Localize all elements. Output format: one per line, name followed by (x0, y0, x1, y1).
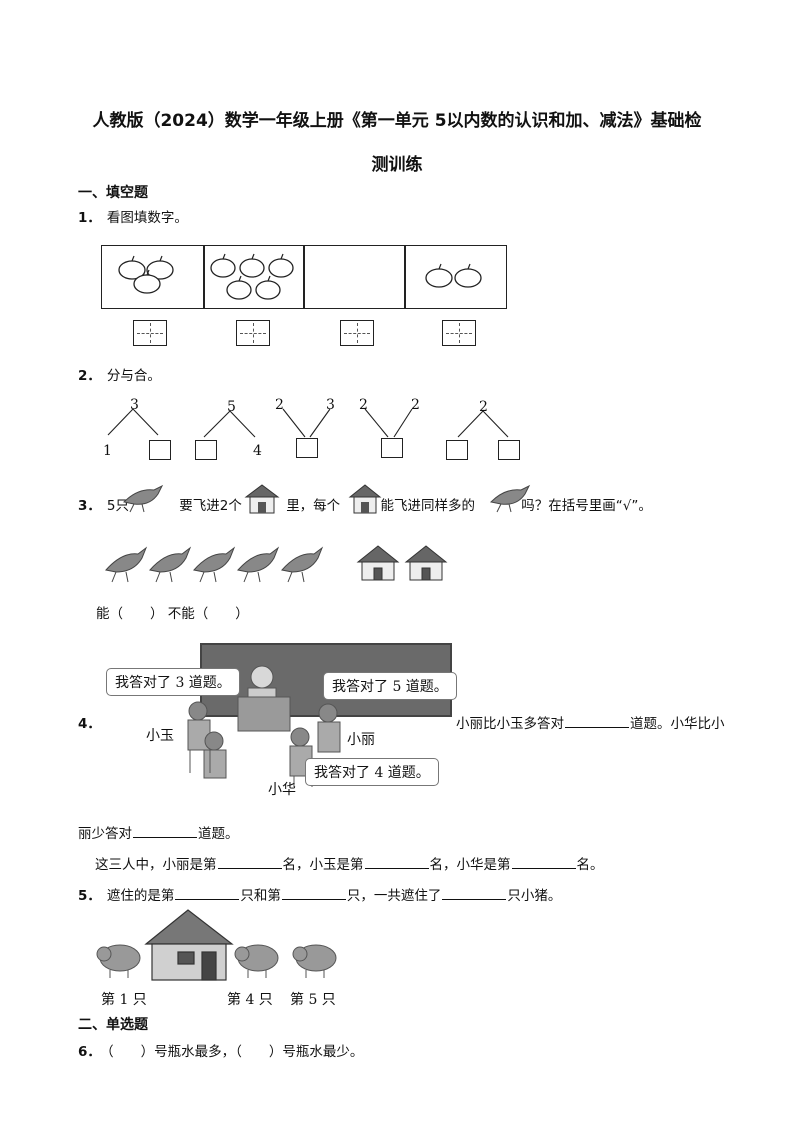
section-single-choice: 二、单选题 (78, 1017, 148, 1033)
q3-text-part: 吗？在括号里画“√”。 (521, 498, 652, 514)
q4-text-part: 道题。 (198, 826, 239, 842)
answer-blank[interactable] (565, 715, 629, 728)
question-4-number: 4． (78, 712, 107, 732)
student-name-xiaoli: 小丽 (347, 732, 375, 748)
q4-line3: 这三人中，小丽是第 名，小玉是第 名，小华是第 名。 (95, 853, 604, 873)
doc-title-line1: 人教版（2024）数学一年级上册《第一单元 5以内数的认识和加、减法》基础检 (92, 111, 702, 131)
q3-text-part: 能飞进同样多的 (380, 498, 475, 514)
q5-text-part: 只和第 (240, 888, 281, 904)
question-number: 6． (78, 1044, 101, 1060)
q4-text-part: 小丽比小玉多答对 (456, 716, 564, 732)
q4-text-part: 名，小玉是第 (282, 857, 364, 873)
question-1: 1． 看图填数字。 (78, 206, 188, 226)
answer-blank[interactable] (442, 887, 507, 900)
q4-line1: 小丽比小玉多答对 道题。小华比小 (456, 712, 725, 732)
q5-text-part: 只小猪。 (507, 888, 562, 904)
question-number: 4． (78, 716, 101, 732)
question-number: 1． (78, 210, 101, 226)
question-2: 2． 分与合。 (78, 364, 161, 384)
doc-title-line2: 测训练 (371, 155, 423, 175)
answer-box-4[interactable] (442, 320, 476, 346)
apple-picture-row (101, 245, 507, 309)
answer-blank[interactable] (175, 887, 240, 900)
answer-blank[interactable] (133, 825, 197, 838)
question-3: 3．5只 要飞进2个 里，每个 能飞进同样多的 吗？在括号里画“√”。 (78, 494, 652, 514)
speech-bubble-1: 我答对了 3 道题。 (106, 668, 240, 696)
question-text: 看图填数字。 (106, 210, 188, 226)
answer-box-2[interactable] (236, 320, 270, 346)
q4-text-part: 道题。小华比小 (630, 716, 725, 732)
tree5-top: 2 (479, 399, 488, 415)
student-name-xiaoyu: 小玉 (146, 728, 174, 744)
tree3-top-left: 2 (275, 397, 284, 413)
tree3-answer-box[interactable] (296, 438, 318, 458)
answer-blank[interactable] (364, 856, 429, 869)
tree2-answer-box[interactable] (195, 440, 217, 460)
q5-text-part: 只，一共遮住了 (346, 888, 442, 904)
q3-text-part: 里，每个 (286, 498, 341, 514)
tree1-answer-box[interactable] (149, 440, 171, 460)
question-number: 2． (78, 368, 101, 384)
question-number: 5． (78, 888, 101, 904)
bird-icon (489, 484, 531, 513)
answer-box-1[interactable] (133, 320, 167, 346)
tree5-right-box[interactable] (498, 440, 520, 460)
tree4-top-left: 2 (359, 397, 368, 413)
pigs-and-house-illustration (96, 909, 337, 981)
q4-text-part: 这三人中，小丽是第 (95, 857, 217, 873)
answer-box-3[interactable] (340, 320, 374, 346)
apples-illustration (118, 253, 482, 300)
divider (203, 246, 205, 308)
pig-label-5: 第 5 只 (290, 992, 336, 1008)
pig-label-4: 第 4 只 (227, 992, 273, 1008)
tree2-top: 5 (227, 399, 236, 415)
q4-line2: 丽少答对 道题。 (78, 822, 239, 842)
divider (303, 246, 305, 308)
answer-blank[interactable] (281, 887, 346, 900)
speech-bubble-2: 我答对了 5 道题。 (323, 672, 457, 700)
tree4-answer-box[interactable] (381, 438, 403, 458)
split-combine-diagrams (107, 408, 509, 438)
tree3-top-right: 3 (326, 397, 335, 413)
question-text: 分与合。 (106, 368, 161, 384)
divider (404, 246, 406, 308)
student-name-xiaohua: 小华 (268, 782, 296, 798)
speech-bubble-3: 我答对了 4 道题。 (305, 758, 439, 786)
q4-text-part: 丽少答对 (78, 826, 132, 842)
tree1-left: 1 (103, 443, 112, 459)
question-number: 3． (78, 498, 101, 514)
birds-and-houses-illustration (105, 545, 448, 583)
question-text: （ ）号瓶水最多，（ ）号瓶水最少。 (106, 1044, 364, 1060)
q4-text-part: 名，小华是第 (429, 857, 511, 873)
classroom-illustration (187, 665, 341, 787)
pig-label-1: 第 1 只 (101, 992, 147, 1008)
house-icon (244, 484, 280, 514)
tree4-top-right: 2 (411, 397, 420, 413)
question-6: 6． （ ）号瓶水最多，（ ）号瓶水最少。 (78, 1040, 363, 1060)
q5-text-part: 遮住的是第 (106, 888, 175, 904)
q4-text-part: 名。 (576, 857, 604, 873)
answer-blank[interactable] (511, 856, 576, 869)
house-icon (348, 484, 382, 514)
q3-text-part: 要飞进2个 (179, 498, 242, 514)
tree5-left-box[interactable] (446, 440, 468, 460)
tree1-top: 3 (130, 397, 139, 413)
bird-icon (122, 484, 164, 513)
question-5: 5． 遮住的是第 只和第 只，一共遮住了 只小猪。 (78, 884, 561, 904)
section-fill-in: 一、填空题 (78, 185, 148, 201)
answer-blank[interactable] (217, 856, 282, 869)
tree2-right: 4 (253, 443, 262, 459)
q3-options[interactable]: 能（ ） 不能（ ） (96, 606, 249, 622)
